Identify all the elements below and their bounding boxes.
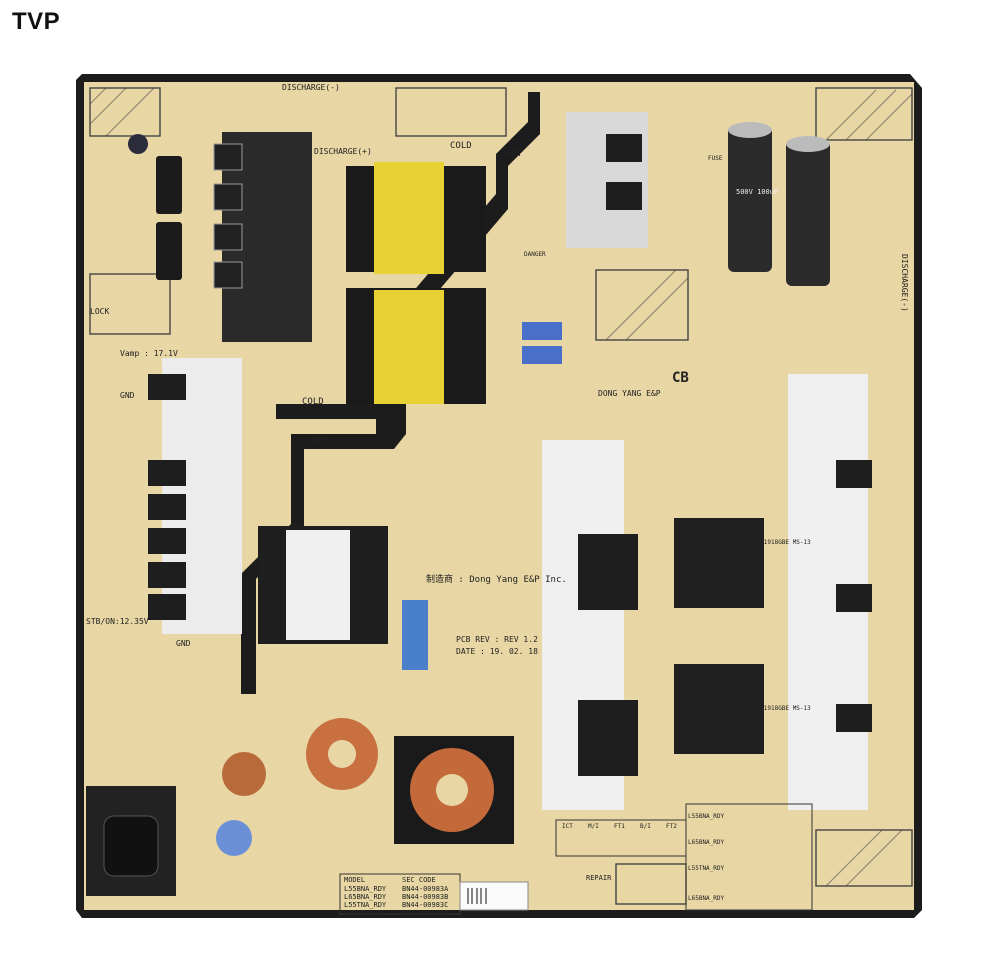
- heatsink-top-right-bracket: [566, 112, 648, 248]
- label-hot-mid: HOT: [310, 437, 327, 447]
- label-discharge-top: DISCHARGE(-): [282, 83, 340, 92]
- svg-text:B/I: B/I: [640, 823, 651, 830]
- svg-text:L55BNA_RDY: L55BNA_RDY: [688, 813, 725, 820]
- toroids: [222, 718, 514, 844]
- label-cb-mark: CB: [672, 370, 689, 386]
- label-vamp: Vamp : 17.1V: [120, 349, 178, 358]
- transformer-left-center: [258, 526, 388, 644]
- label-dongyang: DONG YANG E&P: [598, 389, 661, 398]
- svg-text:L65BNA_RDY: L65BNA_RDY: [688, 895, 725, 902]
- label-pcb-date: DATE : 19. 02. 18: [456, 647, 538, 656]
- svg-text:FT2: FT2: [666, 823, 677, 830]
- svg-text:BN44-00983A: BN44-00983A: [402, 885, 449, 893]
- svg-text:MODEL: MODEL: [344, 876, 365, 884]
- caps-top-right: [728, 122, 830, 286]
- transformers-right: [674, 518, 764, 754]
- transformer-top: [346, 162, 486, 404]
- label-transformer-2: M06AAD16000 141 1918GBE MS-13: [706, 705, 811, 712]
- caps-top-left: [128, 134, 182, 280]
- label-repair: REPAIR: [586, 874, 612, 882]
- svg-text:SEC CODE: SEC CODE: [402, 876, 436, 884]
- svg-text:L55TNA_RDY: L55TNA_RDY: [688, 865, 725, 872]
- svg-text:BN44-00983B: BN44-00983B: [402, 893, 448, 901]
- svg-text:BN44-00983C: BN44-00983C: [402, 901, 448, 909]
- label-hot-top: HOT: [506, 149, 523, 159]
- label-stb: STB/ON:12.35V: [86, 617, 149, 626]
- label-transformer-1: M06AAD16000 141 1918GBE MS-13: [706, 539, 811, 546]
- label-fuse: FUSE: [708, 155, 723, 162]
- svg-text:ICT: ICT: [562, 823, 573, 830]
- model-table: MODEL SEC CODE L55BNA_RDY BN44-00983A L65…: [339, 873, 461, 917]
- label-gnd2: GND: [176, 639, 191, 648]
- label-gnd1: GND: [120, 391, 135, 400]
- label-danger: DANGER: [524, 251, 546, 258]
- svg-text:L65BNA_RDY: L65BNA_RDY: [344, 893, 387, 901]
- label-cold-top: COLD: [450, 141, 472, 151]
- ac-inlet: [86, 786, 176, 896]
- svg-text:FT1: FT1: [614, 823, 625, 830]
- svg-text:M/I: M/I: [588, 823, 599, 830]
- svg-text:L55BNA_RDY: L55BNA_RDY: [344, 885, 387, 893]
- pcb-board-image: DISCHARGE(-) DISCHARGE(+) COLD HOT COLD …: [76, 74, 922, 918]
- label-discharge-right: DISCHARGE(-): [900, 254, 909, 312]
- label-cap-spec: 500V 100uF: [736, 188, 778, 196]
- svg-text:L55TNA_RDY: L55TNA_RDY: [344, 901, 387, 909]
- label-manufacturer: 制造商 : Dong Yang E&P Inc.: [426, 573, 567, 585]
- label-cold-mid: COLD: [302, 397, 324, 407]
- label-lock: LOCK: [90, 307, 109, 316]
- svg-text:BN44-00983D: BN44-00983D: [402, 909, 448, 917]
- label-pcb-rev: PCB REV : REV 1.2: [456, 635, 538, 644]
- barcode-sticker: [459, 881, 529, 911]
- svg-text:L65BNA_RDY: L65BNA_RDY: [344, 909, 387, 917]
- label-discharge-top2: DISCHARGE(+): [314, 147, 372, 156]
- right-spec-table: L55BNA_RDY L65BNA_RDY L55TNA_RDY L65BNA_…: [685, 803, 813, 911]
- watermark-text: TVP: [12, 8, 61, 35]
- svg-text:L65BNA_RDY: L65BNA_RDY: [688, 839, 725, 846]
